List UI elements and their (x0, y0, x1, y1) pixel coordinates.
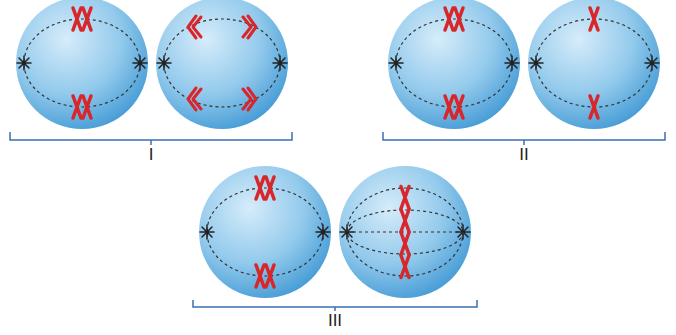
panel-label: III (328, 312, 342, 330)
group-bracket (10, 132, 292, 145)
cell-anaphase (156, 0, 288, 129)
group-bracket (383, 132, 665, 145)
panel-label: II (519, 146, 528, 164)
cell-metaphase (16, 0, 148, 129)
cell-metaphase (199, 166, 331, 298)
panel-label: I (149, 146, 154, 164)
group-bracket (193, 300, 477, 311)
cell-metaphase (388, 0, 520, 129)
cell-metaphase-plate (339, 166, 471, 298)
cell-metaphase-single (528, 0, 660, 129)
